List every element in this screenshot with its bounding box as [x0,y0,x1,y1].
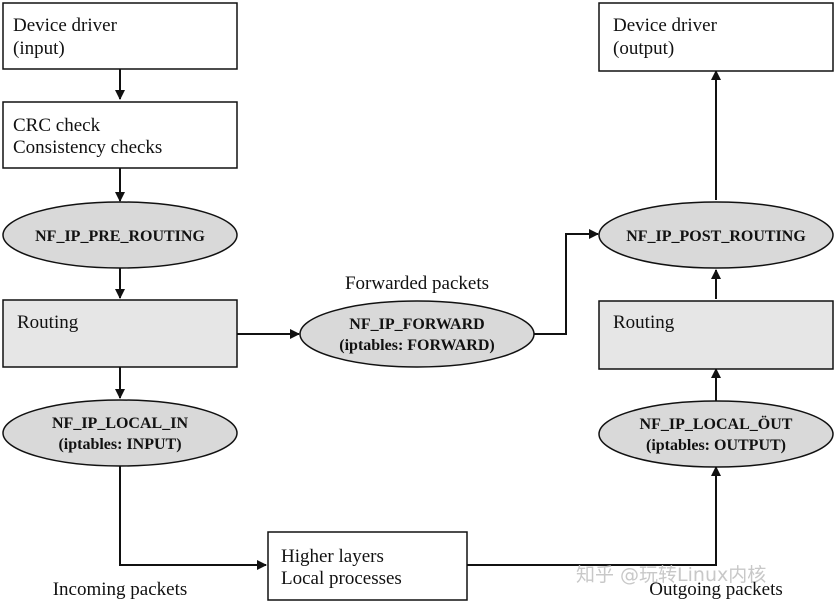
local-out-hook: NF_IP_LOCAL_ÖUT (iptables: OUTPUT) [598,400,834,468]
edges [115,69,721,570]
forwarded-packets-caption: Forwarded packets [345,273,489,294]
edge-higherlayers-to-localout [467,466,721,566]
local-out-label: NF_IP_LOCAL_ÖUT [640,415,793,433]
crc-check-box: CRC check Consistency checks [2,101,238,169]
post-routing-hook: NF_IP_POST_ROUTING [598,201,834,269]
crc-check-line2: Consistency checks [13,137,162,158]
forward-sublabel: (iptables: FORWARD) [339,337,494,354]
local-out-sublabel: (iptables: OUTPUT) [646,437,786,454]
pre-routing-label: NF_IP_PRE_ROUTING [35,228,205,245]
incoming-packets-caption: Incoming packets [53,579,188,600]
device-driver-input-box: Device driver (input) [2,2,238,70]
routing-left-label: Routing [17,312,79,333]
forward-hook: NF_IP_FORWARD (iptables: FORWARD) [299,300,535,368]
local-in-sublabel: (iptables: INPUT) [58,436,181,453]
pre-routing-hook: NF_IP_PRE_ROUTING [2,201,238,269]
device-driver-input-line1: Device driver [13,15,118,36]
edge-forward-to-postrouting [534,229,599,335]
routing-left-box: Routing [2,299,238,368]
device-driver-input-line2: (input) [13,38,65,59]
local-in-hook: NF_IP_LOCAL_IN (iptables: INPUT) [2,399,238,467]
edge-localin-to-higherlayers [119,466,267,570]
routing-right-label: Routing [613,312,675,333]
post-routing-label: NF_IP_POST_ROUTING [626,228,806,245]
crc-check-line1: CRC check [13,115,101,136]
forward-label: NF_IP_FORWARD [349,316,484,333]
higher-layers-line2: Local processes [281,568,402,589]
routing-right-box: Routing [598,300,834,370]
device-driver-output-line1: Device driver [613,15,718,36]
watermark-text: 知乎 @玩转Linux内核 [576,564,766,586]
higher-layers-box: Higher layers Local processes [267,531,468,601]
outgoing-packets-caption: Outgoing packets [649,579,783,600]
local-in-label: NF_IP_LOCAL_IN [52,415,188,432]
higher-layers-line1: Higher layers [281,546,384,567]
device-driver-output-box: Device driver (output) [598,2,834,72]
device-driver-output-line2: (output) [613,38,674,59]
